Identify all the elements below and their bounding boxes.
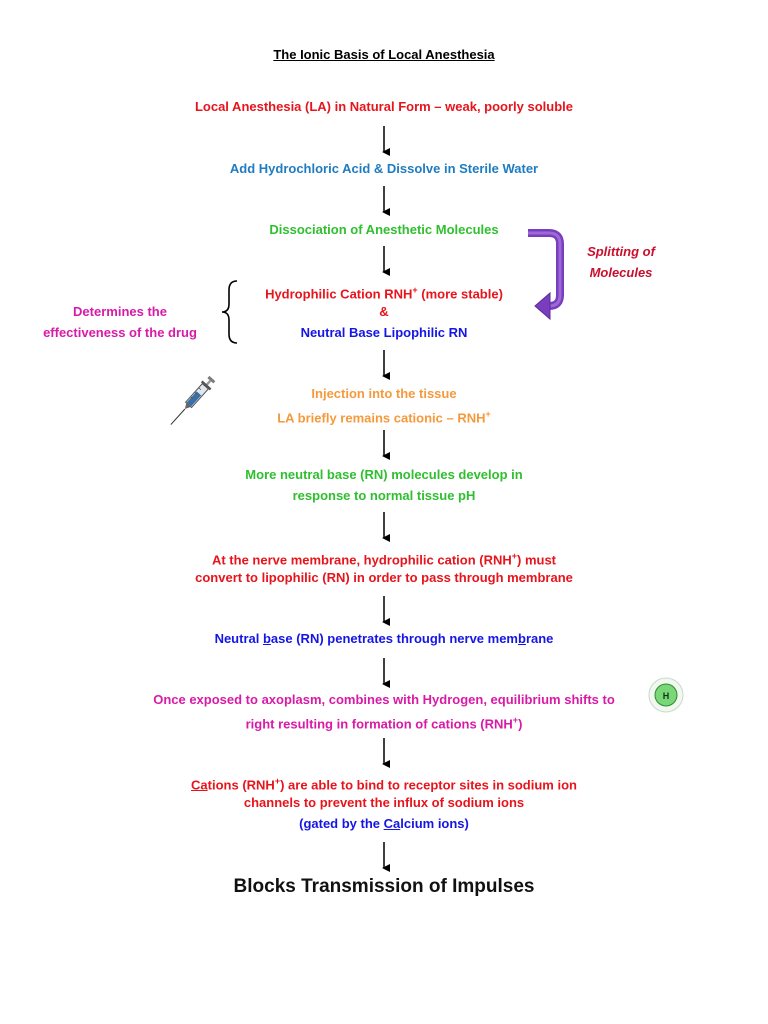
cations-sup: + xyxy=(274,776,281,786)
penetrates-mid: ase (RN) penetrates through nerve mem xyxy=(270,631,518,646)
step-hydrophilic-cation: Hydrophilic Cation RNH+ (more stable) xyxy=(0,280,768,304)
step-calcium-gated: (gated by the Calcium ions) xyxy=(0,813,768,834)
splitting-line1: Splitting of xyxy=(587,244,655,259)
step-remains-cationic: LA briefly remains cationic – RNH+ xyxy=(0,404,768,428)
syringe-icon xyxy=(170,375,216,425)
step-nerve-membrane-1: At the nerve membrane, hydrophilic catio… xyxy=(0,546,768,570)
left-brace xyxy=(221,280,238,344)
step-neutral-develop-1: More neutral base (RN) molecules develop… xyxy=(245,467,523,482)
remains-cationic-sup: + xyxy=(485,409,491,419)
step-neutral-develop-2: response to normal tissue pH xyxy=(292,488,476,503)
step-axoplasm-1: Once exposed to axoplasm, combines with … xyxy=(153,692,615,707)
step-injection: Injection into the tissue xyxy=(311,386,457,401)
penetrates-post: rane xyxy=(525,631,554,646)
final-outcome: Blocks Transmission of Impulses xyxy=(233,876,535,897)
side-note-splitting: Splitting of Molecules xyxy=(576,241,666,283)
membrane-sup: + xyxy=(511,551,518,561)
axoplasm-pre: right resulting in formation of cations … xyxy=(245,716,513,732)
penetrates-u2: b xyxy=(518,631,526,646)
penetrates-pre: Neutral xyxy=(214,631,263,646)
svg-text:H: H xyxy=(663,691,670,701)
side-note-line2: effectiveness of the drug xyxy=(43,325,197,340)
cations-pre: tions (RNH xyxy=(207,777,275,793)
splitting-line2: Molecules xyxy=(589,265,653,280)
diagram-title: The Ionic Basis of Local Anesthesia xyxy=(273,47,495,62)
cations-u: Ca xyxy=(191,777,208,793)
calcium-u: Ca xyxy=(383,816,401,831)
step-add-acid: Add Hydrochloric Acid & Dissolve in Ster… xyxy=(229,161,539,176)
step-nerve-membrane-2: convert to lipophilic (RN) in order to p… xyxy=(195,570,573,585)
step-dissociation: Dissociation of Anesthetic Molecules xyxy=(269,222,499,237)
axoplasm-post: ) xyxy=(518,716,523,732)
cations-post: ) are able to bind to receptor sites in … xyxy=(280,777,577,793)
cation-sup: + xyxy=(412,285,418,295)
step-cations-bind-2: channels to prevent the influx of sodium… xyxy=(243,795,525,810)
hydrogen-atom-icon: H xyxy=(648,677,684,713)
remains-cationic-text: LA briefly remains cationic – RNH xyxy=(277,410,486,426)
step-neutral-base: Neutral Base Lipophilic RN xyxy=(300,325,468,340)
side-note-line1: Determines the xyxy=(73,304,167,319)
membrane-post: ) must xyxy=(517,552,557,568)
calcium-pre: (gated by the xyxy=(299,816,384,831)
cation-rest: (more stable) xyxy=(417,286,503,302)
membrane-pre: At the nerve membrane, hydrophilic catio… xyxy=(211,552,512,568)
step-axoplasm-2: right resulting in formation of cations … xyxy=(0,710,768,734)
cation-text: Hydrophilic Cation RNH xyxy=(265,286,413,302)
calcium-post: lcium ions) xyxy=(400,816,469,831)
side-note-effectiveness: Determines the effectiveness of the drug xyxy=(40,301,200,343)
axoplasm-sup: + xyxy=(512,715,519,725)
step-penetrates: Neutral base (RN) penetrates through ner… xyxy=(0,628,768,649)
penetrates-u1: b xyxy=(262,631,271,646)
splitting-curved-arrow xyxy=(528,229,564,321)
step-ampersand: & xyxy=(379,304,389,319)
step-cations-bind-1: Cations (RNH+) are able to bind to recep… xyxy=(0,771,768,795)
step-natural-form: Local Anesthesia (LA) in Natural Form – … xyxy=(194,99,574,114)
